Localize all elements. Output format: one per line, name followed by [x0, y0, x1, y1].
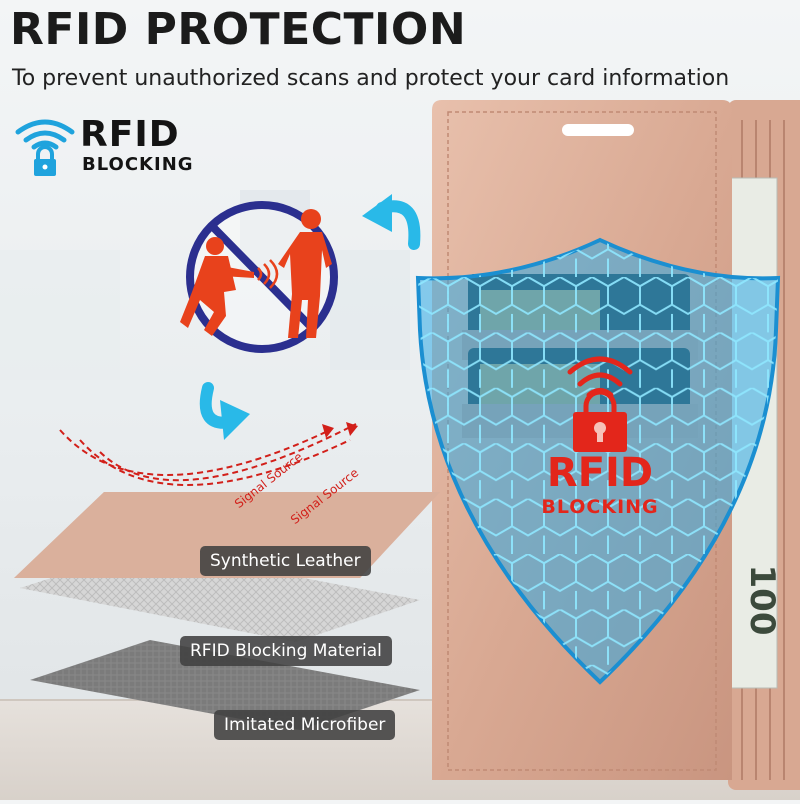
curved-arrow-icon — [362, 194, 421, 250]
layer-label-leather: Synthetic Leather — [200, 546, 371, 576]
layer-label-microfiber: Imitated Microfiber — [214, 710, 396, 740]
rfid-blocking-logo: RFID BLOCKING — [14, 114, 204, 178]
curved-arrow-icon — [199, 382, 250, 440]
page-title: RFID PROTECTION — [10, 4, 467, 55]
camera-cutout — [562, 124, 634, 136]
signal-lines — [59, 422, 358, 486]
shield-icon — [415, 237, 781, 685]
page-subtitle: To prevent unauthorized scans and protec… — [12, 66, 730, 91]
no-skimming-icon — [180, 201, 338, 353]
layer-label-blocking: RFID Blocking Material — [180, 636, 392, 666]
layer-microfiber — [30, 640, 420, 730]
banknote-denomination: 100 — [742, 565, 782, 636]
logo-subtitle: BLOCKING — [82, 154, 194, 175]
wifi-lock-icon — [15, 119, 75, 176]
shield-subtitle: BLOCKING — [541, 496, 659, 518]
padlock-icon — [567, 356, 633, 452]
shield-title: RFID — [546, 450, 654, 496]
logo-title: RFID — [80, 114, 180, 155]
